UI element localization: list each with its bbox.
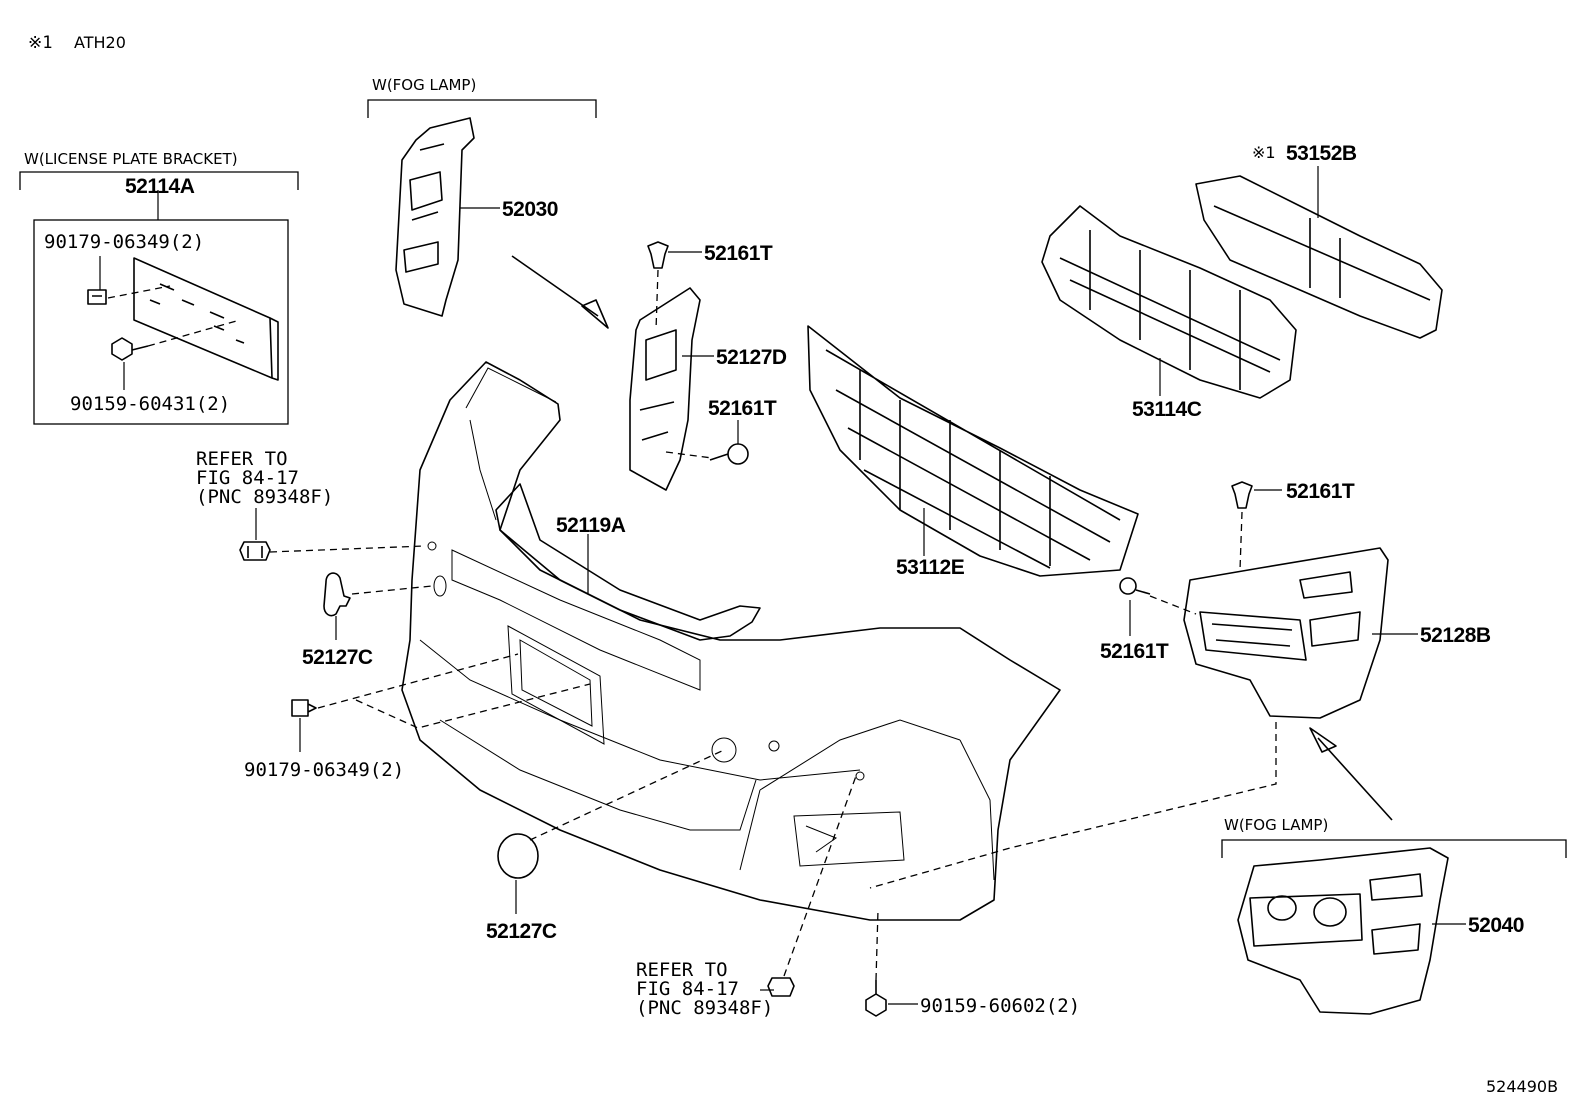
fog-lower-title: W(FOG LAMP) — [1224, 816, 1328, 834]
contour-line — [439, 719, 757, 831]
license-plate-bracket — [133, 257, 273, 379]
part-52127C-b-label[interactable]: 52127C — [486, 920, 557, 943]
contour-line — [959, 739, 995, 881]
bumper-cover — [401, 361, 1061, 921]
refer-bottom-line2: FIG 84-17 — [636, 978, 739, 1000]
direction-arrow-1 — [511, 255, 599, 317]
contour-line — [451, 549, 701, 691]
part-52040-label[interactable]: 52040 — [1468, 914, 1524, 937]
clip-52161T-d — [1119, 577, 1151, 595]
cover-53152B — [1195, 175, 1443, 339]
arrowhead — [581, 299, 609, 329]
dashed-guide — [1239, 511, 1243, 571]
grille-53112E — [807, 325, 1139, 577]
contour-line — [465, 367, 557, 521]
part-52161T-a-label[interactable]: 52161T — [704, 242, 773, 265]
dashed-guide — [269, 545, 425, 553]
screw-90179-label-top[interactable]: 90179-06349(2) — [44, 231, 204, 253]
part-52114A-label[interactable]: 52114A — [125, 175, 195, 198]
dashed-guide — [869, 722, 1277, 889]
refer-left-line3: (PNC 89348F) — [196, 486, 333, 508]
bracket-52127D — [629, 287, 701, 491]
fog-bracket-52030 — [395, 117, 475, 317]
part-52127C-a-label[interactable]: 52127C — [302, 646, 373, 669]
screw-90159-label-top[interactable]: 90159-60431(2) — [70, 393, 230, 415]
part-52030-label[interactable]: 52030 — [502, 198, 558, 221]
clip-52161T-c — [1231, 481, 1253, 509]
refer-bottom-line1: REFER TO — [636, 959, 728, 981]
license-group-bracket — [19, 171, 299, 190]
license-group-box — [33, 219, 289, 425]
fog-opening — [793, 811, 905, 867]
sensor-retainer-left — [239, 541, 271, 561]
screw-90159-bottom — [865, 980, 887, 1017]
part-53114C-label[interactable]: 53114C — [1132, 398, 1202, 421]
dashed-guide — [655, 269, 659, 331]
sensor-hole — [768, 740, 780, 752]
mount-hole — [427, 541, 437, 551]
dashed-guide — [1149, 595, 1197, 615]
fog-upper-title: W(FOG LAMP) — [372, 76, 476, 94]
part-52161T-d-label[interactable]: 52161T — [1100, 640, 1169, 663]
dashed-guide — [147, 319, 241, 347]
contour-line — [739, 719, 961, 871]
dashed-guide — [783, 775, 857, 977]
clip-90179-lower — [291, 699, 317, 717]
fog-bracket-52128B — [1183, 547, 1389, 719]
part-53112E-label[interactable]: 53112E — [896, 556, 965, 579]
part-52128B-label[interactable]: 52128B — [1420, 624, 1491, 647]
license-group-title: W(LICENSE PLATE BRACKET) — [24, 150, 238, 168]
bracket-edge — [269, 317, 279, 381]
part-53152B-marker: ※1 — [1252, 143, 1276, 162]
part-90179-label[interactable]: 90179-06349(2) — [244, 759, 404, 781]
note-marker: ※1 — [28, 33, 52, 53]
part-52161T-b-label[interactable]: 52161T — [708, 397, 777, 420]
refer-left-line1: REFER TO — [196, 448, 288, 470]
arrowhead — [1309, 727, 1337, 753]
part-90159-b-label[interactable]: 90159-60602(2) — [920, 995, 1080, 1017]
fog-upper-bracket — [367, 99, 597, 118]
part-53152B-label[interactable]: 53152B — [1286, 142, 1357, 165]
sensor-retainer-bottom — [767, 977, 795, 997]
fog-lower-bracket — [1221, 839, 1567, 858]
clip-52161T-a — [647, 241, 669, 269]
clip-52161T-b — [709, 443, 749, 465]
refer-bottom-line3: (PNC 89348F) — [636, 997, 773, 1019]
note-text: ATH20 — [74, 33, 126, 52]
contour-line — [419, 639, 861, 781]
part-52127D-label[interactable]: 52127D — [716, 346, 787, 369]
dashed-guide — [351, 585, 433, 595]
part-52161T-c-label[interactable]: 52161T — [1286, 480, 1355, 503]
support-52119A — [495, 483, 761, 641]
refer-left-line2: FIG 84-17 — [196, 467, 299, 489]
dashed-guide — [665, 451, 713, 459]
tow-hook-cover-52127C — [497, 833, 539, 879]
dashed-guide — [529, 749, 725, 841]
screw-90159 — [111, 337, 149, 361]
sensor-hole — [855, 771, 865, 781]
fog-lamp-52040 — [1237, 847, 1449, 1015]
dashed-guide — [107, 285, 171, 299]
cover-52127C-left — [323, 572, 351, 617]
tow-hook-hole — [711, 737, 737, 763]
clip-nut — [87, 289, 107, 305]
part-52119A-label[interactable]: 52119A — [556, 514, 626, 537]
direction-arrow-2 — [1317, 737, 1393, 821]
grille-53114C — [1041, 205, 1297, 399]
dashed-guide — [317, 653, 591, 729]
license-plate-area — [507, 625, 605, 745]
mount-hole — [433, 575, 447, 597]
diagram-id: 524490B — [1486, 1077, 1558, 1096]
